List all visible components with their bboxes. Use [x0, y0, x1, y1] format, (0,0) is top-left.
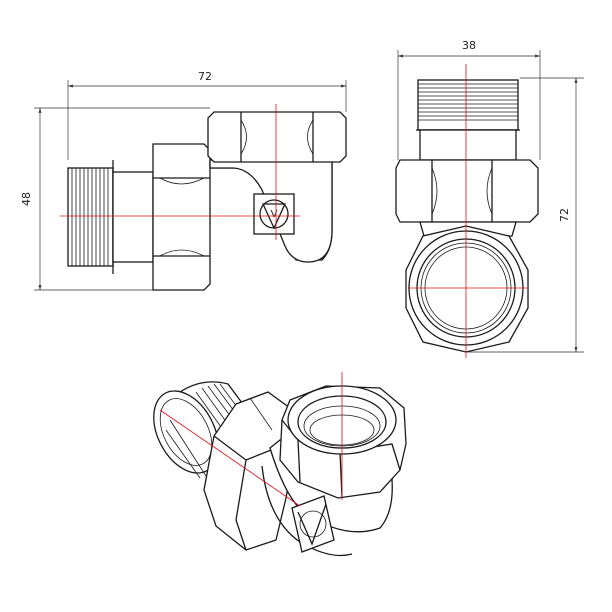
female-hex: [207, 111, 347, 163]
hex-nut: [152, 143, 211, 291]
iso-centerline-horizontal: [159, 409, 301, 507]
dimension-height-side: 72: [466, 77, 584, 353]
union-neck: [112, 171, 154, 263]
dimension-height-front: 48: [20, 107, 210, 291]
male-thread: [67, 160, 114, 274]
iso-brand-logo: [291, 495, 335, 553]
dim-label-side-height: 72: [558, 208, 571, 222]
side-hex-nut: [395, 159, 539, 223]
iso-female-hex: [279, 385, 407, 499]
front-view: V 72 48: [20, 70, 347, 291]
dimension-width-front: 72: [67, 70, 347, 160]
side-female-end: [405, 225, 529, 353]
side-view: 38 72: [395, 39, 584, 358]
iso-hex-nut: [203, 391, 297, 551]
dimension-width-side: 38: [397, 39, 541, 160]
isometric-view: [153, 372, 407, 557]
dim-label-side-width: 38: [462, 39, 476, 52]
side-male-thread: [416, 79, 520, 131]
side-neck: [419, 129, 517, 161]
dim-label-front-height: 48: [20, 192, 33, 206]
logo-letter: V: [271, 209, 278, 220]
dim-label-front-width: 72: [198, 70, 212, 83]
brand-logo: V: [253, 193, 295, 235]
